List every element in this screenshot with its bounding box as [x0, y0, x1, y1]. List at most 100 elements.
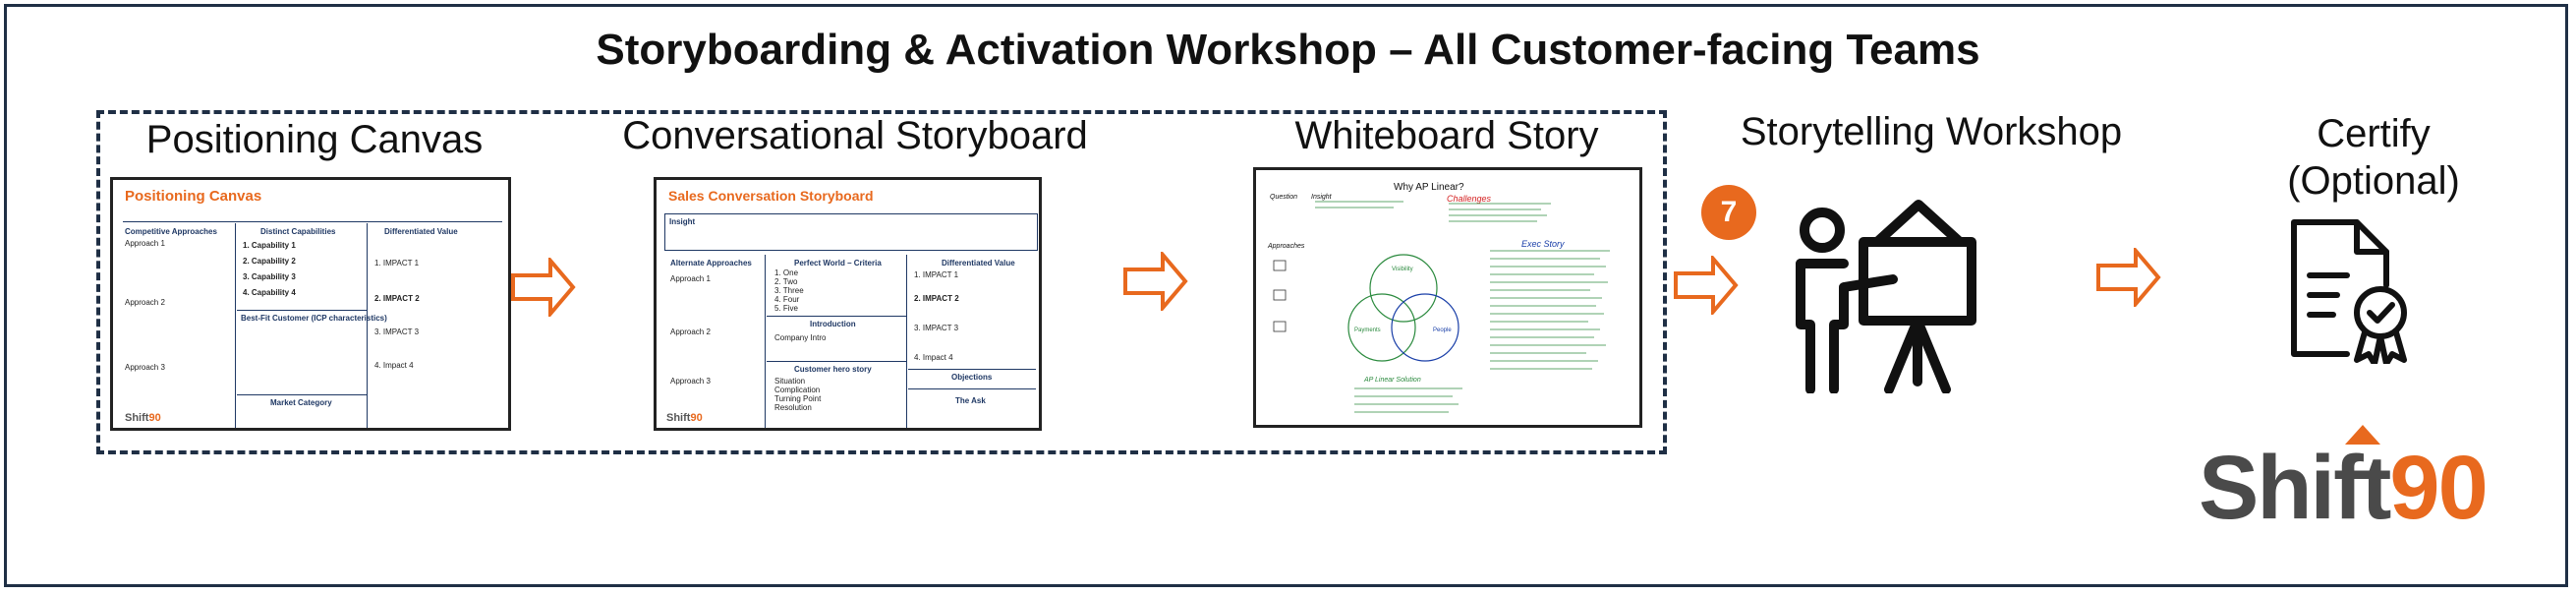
hero-line: Situation: [774, 377, 806, 386]
hero-line: Turning Point: [774, 394, 822, 403]
thumb-logo-text: Shift: [125, 412, 149, 424]
thumb-logo: Shift90: [666, 412, 703, 424]
whiteboard-thumbnail: Why AP Linear? Question Insight Challeng…: [1253, 167, 1642, 428]
arrow-right-icon: [511, 258, 576, 317]
wb-footer: AP Linear Solution: [1364, 377, 1421, 384]
outer-frame: [4, 4, 2568, 587]
criteria-item: 5. Five: [774, 304, 799, 313]
arrow-right-icon: [1123, 252, 1188, 311]
wb-approach-icon: [1273, 260, 1287, 271]
arrow-right-icon: [1674, 256, 1739, 315]
objections-header: Objections: [951, 373, 993, 382]
approach-item: Approach 2: [670, 327, 711, 336]
certify-line-1: Certify: [2317, 112, 2431, 155]
arrow-right-icon: [2096, 248, 2161, 307]
capability-item: 2. Capability 2: [243, 257, 296, 266]
divider: [235, 223, 236, 428]
divider: [908, 369, 1036, 370]
wb-approach-icon: [1273, 289, 1287, 301]
insight-box: Insight: [664, 213, 1038, 251]
capability-item: 4. Capability 4: [243, 288, 296, 297]
divider: [765, 255, 766, 428]
stage-label-conversational-storyboard: Conversational Storyboard: [622, 114, 1088, 157]
venn-label-visibility: Visibility: [1392, 267, 1413, 272]
thumb-logo-number: 90: [690, 412, 703, 424]
dashed-group: [96, 110, 1667, 454]
criteria-item: 1. One: [774, 268, 799, 277]
approach-item: Approach 1: [670, 274, 711, 283]
competitive-header: Competitive Approaches: [125, 227, 217, 236]
thumb-title: Positioning Canvas: [125, 188, 262, 205]
venn-circle-payments: [1347, 293, 1416, 362]
venn-circle-people: [1391, 293, 1460, 362]
thumb-title: Sales Conversation Storyboard: [668, 188, 874, 204]
step-number-badge: 7: [1701, 185, 1756, 240]
impact-item: 4. Impact 4: [914, 353, 953, 362]
criteria-item: 4. Four: [774, 295, 800, 304]
logo-number: 90: [2389, 438, 2488, 538]
divider: [237, 310, 367, 311]
impact-item: 3. IMPACT 3: [914, 324, 959, 332]
insight-header: Insight: [669, 217, 696, 226]
wb-approach-icon: [1273, 321, 1287, 332]
approach-item: Approach 1: [125, 239, 165, 248]
criteria-item: 2. Two: [774, 277, 798, 286]
hero-line: Resolution: [774, 403, 812, 412]
shift90-logo: Shift90: [2199, 443, 2489, 533]
presenter-icon: [1796, 200, 1976, 393]
divider: [908, 388, 1036, 389]
impact-item: 1. IMPACT 1: [374, 259, 420, 268]
wb-exec: Exec Story: [1521, 239, 1565, 249]
impact-item: 1. IMPACT 1: [914, 270, 959, 279]
wb-question: Question: [1270, 194, 1298, 201]
divider: [767, 316, 906, 317]
impact-item: 2. IMPACT 2: [914, 294, 959, 303]
hero-header: Customer hero story: [794, 365, 872, 374]
impact-item: 2. IMPACT 2: [374, 294, 420, 303]
differentiated-header: Differentiated Value: [384, 227, 458, 236]
introduction-header: Introduction: [810, 320, 856, 328]
approach-item: Approach 2: [125, 298, 165, 307]
alternate-header: Alternate Approaches: [670, 259, 752, 268]
venn-circle-visibility: [1369, 254, 1438, 323]
wb-challenges: Challenges: [1447, 194, 1492, 204]
positioning-canvas-thumbnail: Positioning Canvas Competitive Approache…: [110, 177, 511, 431]
impact-item: 3. IMPACT 3: [374, 327, 420, 336]
thumb-logo: Shift90: [125, 412, 161, 424]
divider: [906, 255, 907, 428]
company-intro: Company Intro: [774, 333, 827, 342]
differentiated-header: Differentiated Value: [942, 259, 1015, 268]
certificate-icon: [2291, 219, 2407, 364]
impact-item: 4. Impact 4: [374, 361, 414, 370]
market-header: Market Category: [270, 398, 332, 407]
distinct-header: Distinct Capabilities: [260, 227, 336, 236]
logo-arrow-icon: [2345, 425, 2380, 445]
wb-insight: Insight: [1311, 194, 1332, 201]
wb-title: Why AP Linear?: [1394, 182, 1464, 193]
stage-label-positioning-canvas: Positioning Canvas: [145, 118, 484, 161]
venn-label-payments: Payments: [1354, 327, 1381, 333]
divider: [123, 221, 502, 222]
perfect-header: Perfect World – Criteria: [794, 259, 882, 268]
venn-diagram: Visibility Payments People: [1273, 201, 1610, 413]
thumb-logo-text: Shift: [666, 412, 691, 424]
approach-item: Approach 3: [125, 363, 165, 372]
certify-line-2: (Optional): [2287, 159, 2460, 203]
ask-header: The Ask: [955, 396, 986, 405]
divider: [767, 361, 906, 362]
stage-label-certify: Certify (Optional): [2261, 110, 2487, 205]
stage-label-whiteboard-story: Whiteboard Story: [1294, 114, 1599, 157]
wb-approaches: Approaches: [1268, 243, 1305, 250]
page-title: Storyboarding & Activation Workshop – Al…: [596, 26, 1980, 74]
capability-item: 3. Capability 3: [243, 272, 296, 281]
hero-line: Complication: [774, 386, 821, 394]
venn-label-people: People: [1433, 327, 1452, 333]
bestfit-header: Best-Fit Customer (ICP characteristics): [241, 314, 387, 323]
stage-label-storytelling-workshop: Storytelling Workshop: [1740, 110, 2123, 153]
capability-item: 1. Capability 1: [243, 241, 296, 250]
criteria-item: 3. Three: [774, 286, 804, 295]
divider: [367, 223, 368, 428]
logo-text: Shift: [2199, 438, 2391, 538]
thumb-logo-number: 90: [148, 412, 161, 424]
storyboard-thumbnail: Sales Conversation Storyboard Insight Al…: [654, 177, 1042, 431]
